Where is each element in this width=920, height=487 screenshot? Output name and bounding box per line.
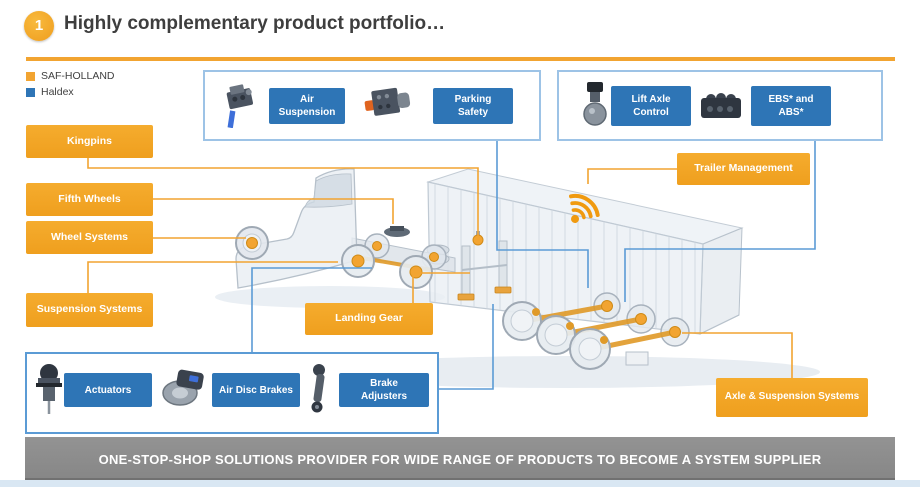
group-panel-ebs-lift-axle: Lift Axle Control EBS* and ABS* xyxy=(557,70,883,141)
brake-adjuster-product-image xyxy=(311,364,325,413)
saf-holland-swatch xyxy=(26,71,35,81)
legend-item-haldex: Haldex xyxy=(26,84,115,100)
box-parking-safety: Parking Safety xyxy=(433,88,513,124)
box-air-disc-brakes: Air Disc Brakes xyxy=(212,373,300,407)
air-disc-brake-product-image xyxy=(162,369,204,406)
box-wheel-systems: Wheel Systems xyxy=(26,221,153,254)
box-brake-adjusters: Brake Adjusters xyxy=(339,373,429,407)
box-landing-gear: Landing Gear xyxy=(305,303,433,335)
box-actuators: Actuators xyxy=(64,373,152,407)
box-trailer-management: Trailer Management xyxy=(677,153,810,185)
legend-label: SAF-HOLLAND xyxy=(41,70,115,82)
box-lift-axle-control: Lift Axle Control xyxy=(611,86,691,126)
ebs-product-image xyxy=(701,93,741,118)
footer-banner: ONE-STOP-SHOP SOLUTIONS PROVIDER FOR WID… xyxy=(25,437,895,481)
title-underline xyxy=(26,57,895,61)
group-panel-trailer-valves: Air Suspension Parking Safety xyxy=(203,70,541,141)
box-suspension-systems: Suspension Systems xyxy=(26,293,153,327)
haldex-swatch xyxy=(26,87,35,97)
actuator-product-image xyxy=(36,364,62,414)
air-suspension-product-image xyxy=(226,84,253,128)
page-title: Highly complementary product portfolio… xyxy=(64,13,446,34)
box-kingpins: Kingpins xyxy=(26,125,153,158)
box-fifth-wheels: Fifth Wheels xyxy=(26,183,153,216)
step-badge: 1 xyxy=(24,11,54,41)
legend-label: Haldex xyxy=(41,86,74,98)
parking-safety-product-image xyxy=(364,87,411,116)
legend: SAF-HOLLAND Haldex xyxy=(26,68,115,100)
box-air-suspension: Air Suspension xyxy=(269,88,345,124)
box-ebs-abs: EBS* and ABS* xyxy=(751,86,831,126)
legend-item-saf-holland: SAF-HOLLAND xyxy=(26,68,115,84)
lift-axle-product-image xyxy=(583,82,607,126)
wifi-icon xyxy=(568,193,600,223)
box-axle-suspension-systems: Axle & Suspension Systems xyxy=(716,378,868,417)
bottom-strip xyxy=(0,480,920,487)
group-panel-brake-products: Actuators Air Disc Brakes Brake Adjuster… xyxy=(25,352,439,434)
